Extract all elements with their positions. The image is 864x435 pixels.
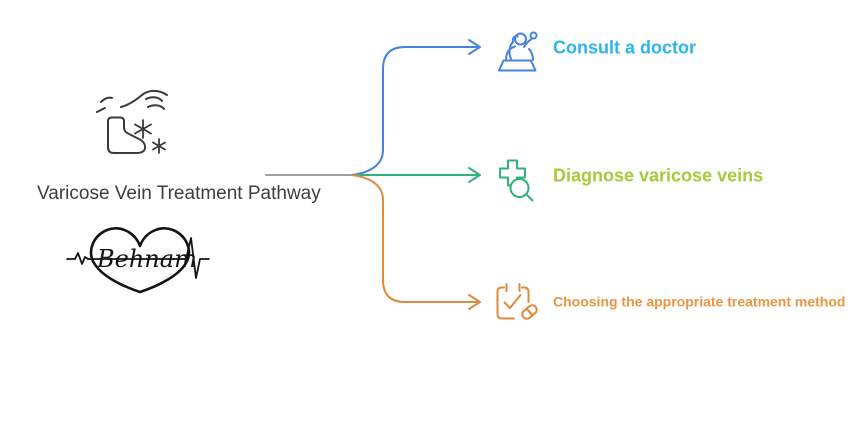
sparkle-star-icon [134,119,152,139]
arrowhead-icon [468,294,481,310]
branch-treatment [351,174,538,320]
branch-label-consult-doctor: Consult a doctor [553,38,696,58]
watermark-name: Behnam [96,245,197,273]
branch-consult-doctor [351,31,538,176]
foot-massage-icon [96,89,168,154]
heart-heartbeat-logo [66,227,210,294]
online-doctor-icon [498,31,538,72]
sparkle-star-icon [152,138,166,154]
branch-line [351,46,479,176]
medical-cross-magnifier-icon [499,159,534,202]
arrowhead-icon [468,167,481,183]
root-node-title: Varicose Vein Treatment Pathway [37,183,321,204]
branch-label-treatment: Choosing the appropriate treatment metho… [553,294,845,310]
branch-diagnose [351,159,534,202]
branch-line [351,174,479,303]
treatment-checklist-pill-icon [496,283,538,320]
branch-label-diagnose: Diagnose varicose veins [553,166,763,186]
arrowhead-icon [468,39,481,55]
